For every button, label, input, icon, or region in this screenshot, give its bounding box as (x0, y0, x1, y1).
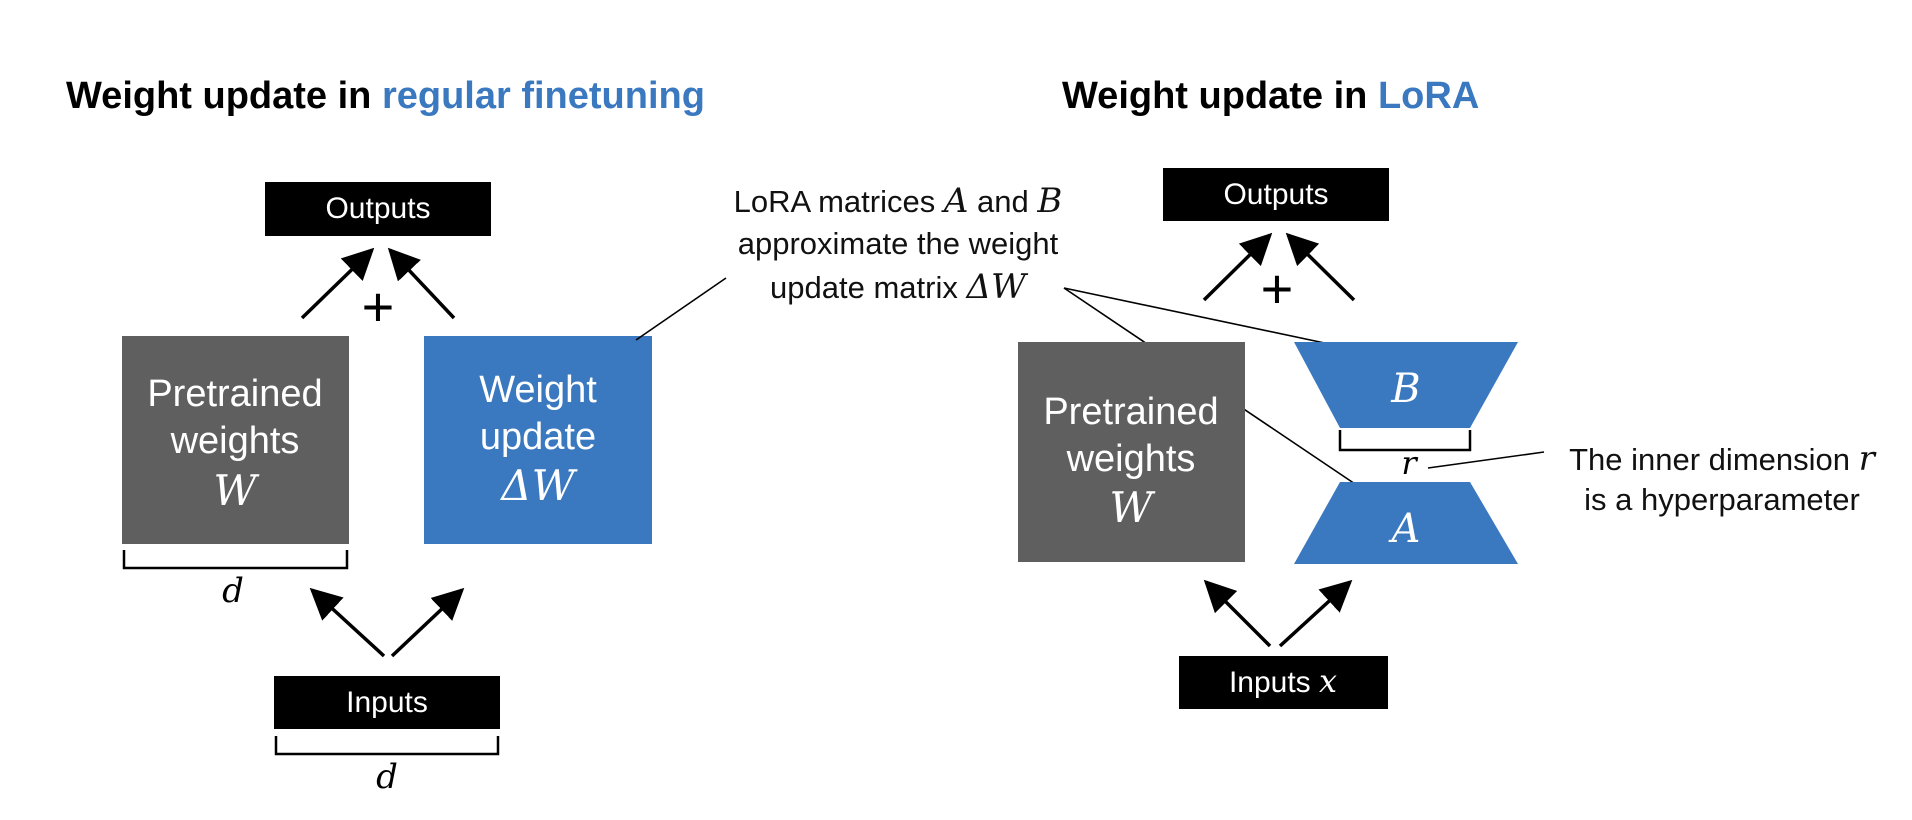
left-inputs-box (274, 676, 500, 729)
right-title: Weight update in LoRA (1062, 75, 1479, 117)
callout-line2: approximate the weight (738, 226, 1059, 261)
right-arrow-lora-to-outputs (1285, 232, 1356, 302)
right-plus-sign: + (1261, 257, 1294, 320)
right-outputs-box (1163, 168, 1389, 221)
callout-line-to-weight-update (635, 277, 727, 341)
right-outputs-label: Outputs (1223, 178, 1328, 211)
left-pretrained-symbol: W (213, 466, 260, 515)
rank-note-line2: is a hyperparameter (1584, 482, 1860, 517)
right-pretrained-symbol: W (1109, 483, 1156, 532)
left-title: Weight update in regular finetuning (66, 75, 705, 117)
matrix-a-shape (1294, 482, 1518, 564)
rank-note-line1: The inner dimension r (1569, 439, 1877, 479)
callout-line3: update matrix ΔW (770, 267, 1029, 307)
left-arrow-inputs-to-update (390, 587, 465, 658)
right-title-highlight: LoRA (1378, 75, 1479, 117)
right-inputs-label: Inputs x (1229, 662, 1337, 700)
right-pretrained-box (1018, 342, 1245, 562)
left-update-line2: update (480, 416, 596, 458)
left-pretrained-dim-label: d (222, 571, 244, 611)
right-arrow-inputs-to-lora (1278, 579, 1353, 648)
rank-label: r (1401, 444, 1418, 482)
right-arrow-pretrained-to-outputs (1202, 232, 1273, 302)
left-inputs-dim-label: d (376, 757, 398, 797)
right-arrow-inputs-to-pretrained (1203, 579, 1272, 648)
left-arrow-pretrained-to-outputs (300, 247, 375, 320)
left-pretrained-line1: Pretrained (147, 373, 322, 415)
left-title-highlight: regular finetuning (382, 75, 705, 117)
left-pretrained-box (122, 336, 349, 544)
right-pretrained-line2: weights (1066, 438, 1196, 480)
left-inputs-label: Inputs (346, 686, 428, 719)
left-pretrained-line2: weights (170, 420, 300, 462)
matrix-b-label: B (1390, 366, 1420, 412)
callout-line-to-matrix-b (1063, 287, 1335, 346)
left-inputs-dim-bracket (274, 736, 500, 756)
right-inputs-box (1179, 656, 1388, 709)
left-pretrained-dim-bracket (122, 550, 349, 570)
left-outputs-box (265, 182, 491, 236)
left-arrow-update-to-outputs (387, 247, 456, 320)
right-pretrained-line1: Pretrained (1043, 391, 1218, 433)
left-plus-sign: + (362, 275, 395, 338)
matrix-a-label: A (1388, 506, 1421, 552)
matrix-b-shape (1294, 342, 1518, 428)
left-update-symbol: ΔW (499, 461, 578, 510)
callout-line1: LoRA matrices A and B (734, 181, 1063, 221)
rank-note-pointer (1427, 451, 1545, 469)
rank-bracket (1338, 430, 1472, 452)
left-arrow-inputs-to-pretrained (309, 587, 386, 658)
left-outputs-label: Outputs (325, 192, 430, 225)
left-update-line1: Weight (479, 369, 597, 411)
left-weight-update-box (424, 336, 652, 544)
